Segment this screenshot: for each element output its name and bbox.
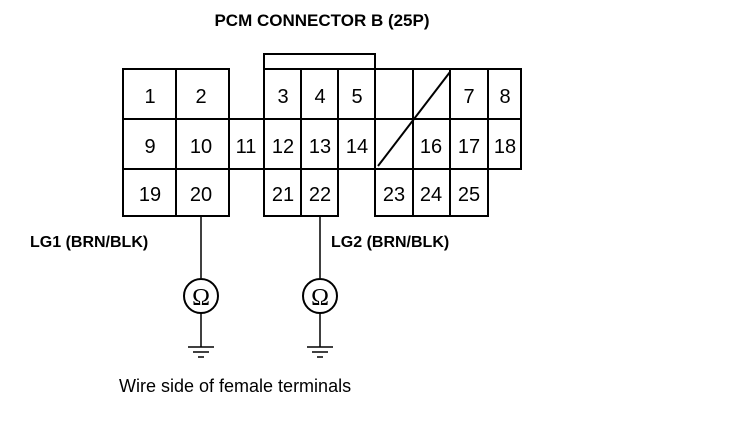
pin-numbers: 1 2 3 4 5 7 8 9 10 11 12 13 14 16 17 18 … [139, 86, 516, 206]
diagram-caption: Wire side of female terminals [119, 376, 351, 396]
ohm-symbol: Ω [311, 285, 329, 311]
ohmmeter-icon: Ω [302, 278, 338, 314]
pin-label: 2 [195, 86, 206, 108]
connector-housing [122, 53, 522, 217]
wire-label-lg2: LG2 (BRN/BLK) [331, 234, 449, 251]
ohmmeter-icon: Ω [183, 278, 219, 314]
diagram-title: PCM CONNECTOR B (25P) [214, 11, 429, 30]
pin-label: 20 [190, 184, 212, 206]
pin-label: 12 [272, 136, 294, 158]
pin-label: 22 [309, 184, 331, 206]
probe-lg2: LG2 (BRN/BLK) Ω [302, 216, 449, 358]
pin-label: 1 [144, 86, 155, 108]
pin-label: 17 [458, 136, 480, 158]
pin-label: 21 [272, 184, 294, 206]
ground-icon [188, 346, 214, 358]
pin-label: 19 [139, 184, 161, 206]
pin-label: 24 [420, 184, 442, 206]
ohm-symbol: Ω [192, 285, 210, 311]
pin-label: 25 [458, 184, 480, 206]
pin-label: 5 [351, 86, 362, 108]
pin-label: 13 [309, 136, 331, 158]
pin-label: 23 [383, 184, 405, 206]
pin-label: 8 [499, 86, 510, 108]
pin-label: 9 [144, 136, 155, 158]
pin-label: 7 [463, 86, 474, 108]
pin-label: 16 [420, 136, 442, 158]
ground-icon [307, 346, 333, 358]
pin-label: 11 [236, 136, 257, 158]
pin-label: 3 [277, 86, 288, 108]
pin-label: 18 [494, 136, 516, 158]
pin-label: 10 [190, 136, 212, 158]
pin-label: 14 [346, 136, 368, 158]
pin-label: 4 [314, 86, 325, 108]
probe-lg1: LG1 (BRN/BLK) Ω [30, 216, 219, 358]
wire-label-lg1: LG1 (BRN/BLK) [30, 234, 148, 251]
